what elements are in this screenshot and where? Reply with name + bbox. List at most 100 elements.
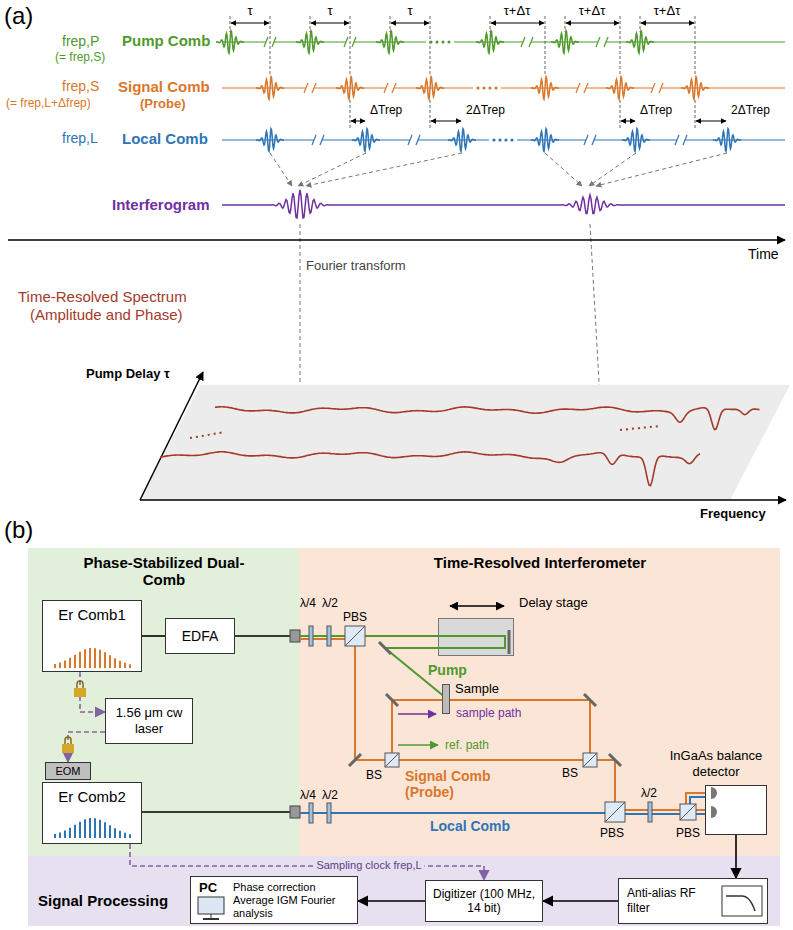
signal-arrow: [358, 900, 425, 902]
break-mark: [312, 83, 316, 93]
wave-plate: [309, 626, 313, 646]
comb-tooth: [114, 828, 116, 838]
signal-arrow: [142, 635, 165, 637]
break-mark: [416, 135, 420, 145]
break-mark: [320, 135, 324, 145]
ellipsis-dot: [190, 432, 225, 438]
node-text: Delay stage: [519, 595, 593, 610]
lock-icon: [62, 681, 86, 753]
wave-packet: [448, 129, 476, 152]
annotation-label: Pump Comb: [122, 32, 210, 49]
node-text: Digitizer (100 MHz, 14 bit): [426, 887, 542, 916]
comb-tooth: [59, 663, 61, 668]
signal-beam: [300, 638, 345, 640]
comb-tooth: [119, 661, 121, 668]
annotation-label: τ+Δτ: [579, 3, 606, 18]
break-mark: [675, 135, 679, 145]
annotation-label: ref. path: [445, 738, 489, 752]
panel-fill: [300, 548, 780, 856]
spectrum-plane: [140, 372, 203, 500]
beam-splitter-cube: [605, 802, 625, 822]
node-text: Phase correction Average IGM Fourier ana…: [229, 877, 357, 923]
break-mark: [264, 37, 268, 47]
spectrum-curve: [160, 452, 700, 486]
wave-plate: [327, 626, 331, 646]
comb-tooth: [99, 650, 101, 668]
annotation-label: λ/2: [641, 786, 657, 800]
comb-tooth: [129, 664, 131, 668]
signal-beam: [686, 793, 705, 804]
ellipsis-dot: [492, 138, 495, 141]
guide-dash: [640, 16, 641, 32]
spectrum-curve: [215, 407, 760, 430]
photodiode: [711, 787, 717, 818]
break-mark: [592, 135, 596, 145]
offset-arrow: [621, 121, 635, 122]
comb-tooth: [84, 819, 86, 838]
comb-tooth: [74, 655, 76, 668]
beam-splitter-cube: [345, 626, 365, 646]
annotation-label: PBS: [676, 826, 700, 840]
signal-arrow: [543, 900, 618, 902]
ellipsis-dot: [435, 40, 438, 43]
node-text: EDFA: [182, 628, 219, 644]
beam-splitter-cube: [345, 626, 696, 822]
sampling-arrow: [306, 153, 462, 186]
annotation-label: Local Comb: [430, 818, 510, 834]
annotation-label: frep,L: [62, 130, 98, 146]
signal-beam: [300, 639, 705, 810]
comb-tooth: [84, 649, 86, 668]
beam-splitter-cube: [680, 804, 696, 820]
comb-tooth: [94, 818, 96, 838]
wave-packet: [531, 77, 559, 100]
fiber-collimator: [290, 630, 300, 642]
delay-stage: Delay stage: [438, 618, 514, 656]
annotation-label: (= frep,L+Δfrep): [6, 96, 91, 110]
box-fill: [42, 600, 142, 672]
stage-arrow: [450, 606, 504, 607]
beam-splitter-cube: [605, 802, 625, 822]
offset-arrow: [351, 121, 365, 122]
panel-fill: [28, 548, 780, 926]
path-arrow: [398, 744, 438, 746]
guide-dash: [695, 16, 696, 76]
ellipsis-dot: [488, 86, 491, 89]
wave-packet: [531, 129, 559, 152]
path-arrow: [398, 714, 438, 745]
edge-label: Sampling clock frep,L: [313, 859, 424, 871]
comb-tooth: [69, 658, 71, 668]
annotation-label: Frequency: [700, 506, 766, 521]
annotation-label: (a): [4, 2, 33, 30]
wave-packet: [216, 31, 244, 54]
break-mark: [596, 37, 600, 47]
ellipsis-dot: [441, 40, 444, 43]
guide-dash: [230, 16, 231, 32]
annotation-label: τ: [327, 3, 332, 18]
photodiode: [711, 806, 717, 818]
spectrum-curve: [160, 407, 760, 486]
panel: Time-Resolved InterferometerDelay stageS…: [300, 548, 780, 856]
annotation-label: τ: [247, 3, 252, 18]
annotation-label: τ+Δτ: [654, 3, 681, 18]
annotation-label: sample path: [456, 706, 521, 720]
ellipsis-dot: [510, 138, 513, 141]
lock-link-arrow: [130, 844, 484, 880]
comb-tooth: [89, 648, 91, 668]
pc-icon: [198, 897, 224, 914]
ellipsis-dot: [476, 86, 479, 89]
guide-dash: [270, 16, 271, 76]
comb-tooth: [109, 825, 111, 838]
wave-packet: [626, 31, 654, 54]
sampling-arrow: [545, 153, 582, 186]
break-gap: [489, 137, 517, 143]
wave-packet: [606, 77, 634, 100]
node-text: Er Comb2: [43, 783, 141, 805]
time-axis: [8, 239, 785, 241]
comb-tooth: [114, 658, 116, 668]
box-fill: [42, 600, 768, 924]
box-fill: [190, 876, 358, 924]
ellipsis-dot: [447, 40, 450, 43]
box-fill: [618, 878, 768, 924]
annotation-label: Signal Comb: [118, 78, 210, 95]
